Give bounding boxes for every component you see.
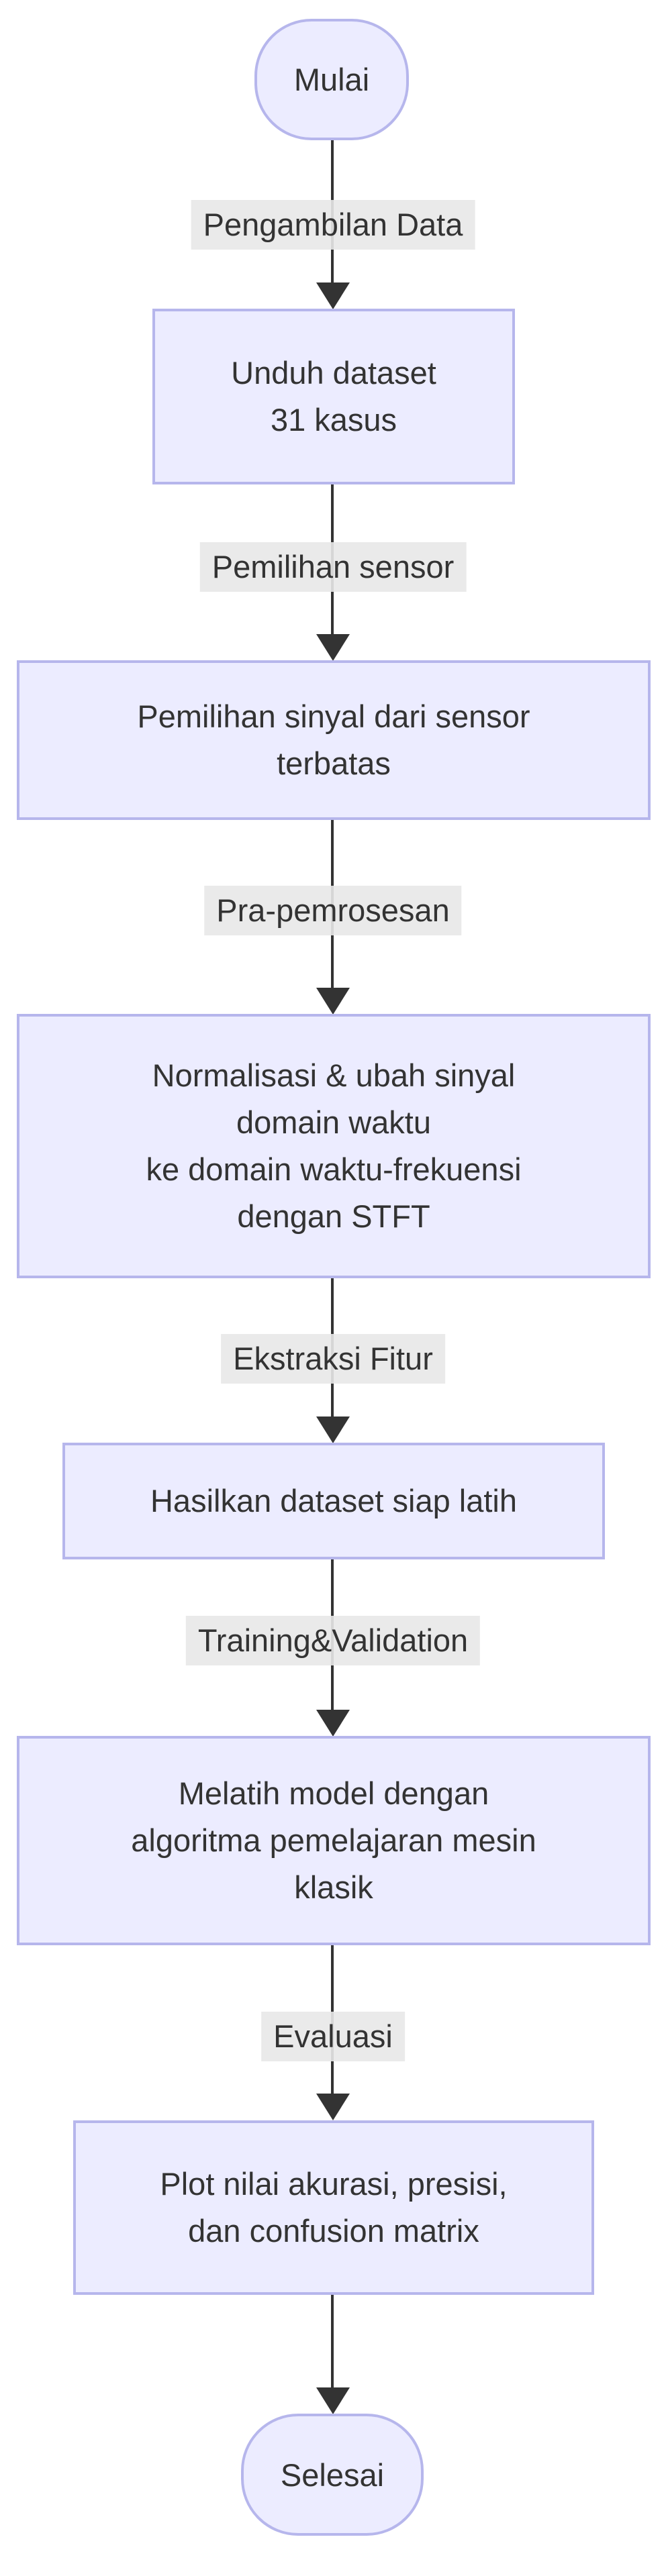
box-text-line: Hasilkan dataset siap latih (150, 1483, 518, 1518)
box-text-line: algoritma pemelajaran mesin (131, 1822, 536, 1858)
edge-label-ekstraksi-fitur: Ekstraksi Fitur (221, 1334, 445, 1384)
box-text-line: Melatih model dengan (178, 1775, 489, 1811)
flowchart-step-hasilkan-dataset: Hasilkan dataset siap latih (62, 1443, 605, 1559)
box-text-line: Unduh dataset (231, 355, 436, 391)
flowchart-step-plot-hasil: Plot nilai akurasi, presisi, dan confusi… (73, 2120, 594, 2295)
box-text-line: 31 kasus (270, 402, 397, 437)
edge-label-pengambilan-data: Pengambilan Data (191, 200, 475, 250)
box-text-line: terbatas (277, 745, 391, 781)
arrowhead-down-icon (316, 282, 350, 309)
flowchart-start-node: Mulai (254, 19, 409, 140)
edge-label-pemilihan-sensor: Pemilihan sensor (199, 542, 467, 592)
box-text-line: dengan STFT (237, 1198, 430, 1234)
flowchart-end-node: Selesai (241, 2414, 424, 2536)
arrowhead-down-icon (316, 2387, 350, 2414)
box-text-line: dan confusion matrix (188, 2213, 479, 2249)
arrowhead-down-icon (316, 1416, 350, 1443)
arrowhead-down-icon (316, 634, 350, 661)
arrowhead-down-icon (316, 988, 350, 1015)
edge-line (331, 2295, 334, 2389)
box-text-line: Normalisasi & ubah sinyal (152, 1058, 516, 1093)
box-text-line: Plot nilai akurasi, presisi, (160, 2166, 508, 2202)
box-text-line: domain waktu (236, 1104, 431, 1140)
flowchart-step-melatih-model: Melatih model dengan algoritma pemelajar… (17, 1736, 651, 1945)
flowchart-step-normalisasi-stft: Normalisasi & ubah sinyal domain waktu k… (17, 1014, 651, 1278)
flowchart-step-unduh-dataset: Unduh dataset 31 kasus (152, 309, 515, 484)
box-text-line: klasik (294, 1869, 373, 1905)
box-text-line: ke domain waktu-frekuensi (146, 1151, 522, 1187)
edge-label-evaluasi: Evaluasi (261, 2012, 405, 2061)
arrowhead-down-icon (316, 1710, 350, 1737)
edge-label-training-validation: Training&Validation (185, 1616, 481, 1665)
edge-label-pra-pemrosesan: Pra-pemrosesan (204, 886, 462, 935)
flowchart-step-pemilihan-sinyal: Pemilihan sinyal dari sensor terbatas (17, 660, 651, 820)
box-text-line: Pemilihan sinyal dari sensor (137, 699, 530, 734)
arrowhead-down-icon (316, 2094, 350, 2120)
